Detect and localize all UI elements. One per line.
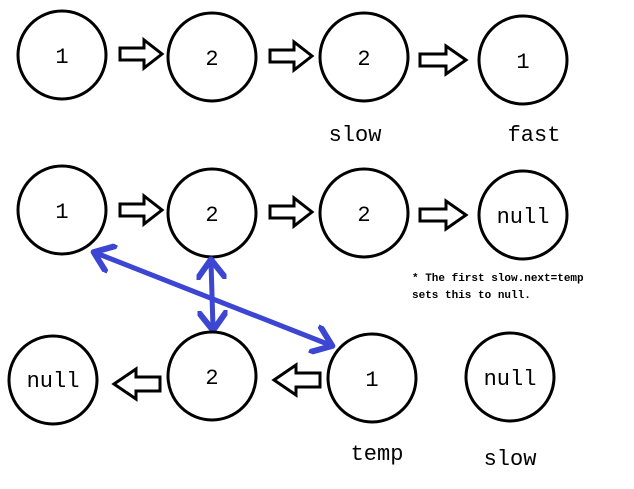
row-1: 1 2 2 1 slow fast xyxy=(16,9,569,148)
swap-arrow-vertical xyxy=(211,262,213,328)
swap-arrows xyxy=(96,253,330,345)
node-row3-1: null xyxy=(7,334,99,426)
node-row1-3: 2 xyxy=(318,11,410,103)
next-arrow xyxy=(418,198,469,232)
node-row1-2: 2 xyxy=(166,11,258,103)
node-row2-2: 2 xyxy=(166,167,258,259)
next-arrow xyxy=(418,43,469,77)
node-value: null xyxy=(497,205,550,230)
node-value: 2 xyxy=(205,203,218,228)
node-value: 2 xyxy=(205,47,218,72)
slow-label: slow xyxy=(484,447,537,472)
node-row3-2: 2 xyxy=(166,330,258,422)
node-row3-4: null xyxy=(464,331,556,423)
node-row2-3: 2 xyxy=(318,167,410,259)
node-value: null xyxy=(484,367,537,392)
node-row1-1: 1 xyxy=(16,9,108,101)
fast-label: fast xyxy=(508,123,561,148)
slow-label: slow xyxy=(329,123,382,148)
note-line-2: sets this to null. xyxy=(412,290,531,302)
node-value: 1 xyxy=(365,368,378,393)
node-value: null xyxy=(27,369,80,394)
note-line-1: * The first slow.next=temp xyxy=(412,273,584,285)
node-row3-3: 1 xyxy=(326,332,418,424)
next-arrow xyxy=(268,194,315,230)
node-value: 2 xyxy=(357,47,370,72)
temp-label: temp xyxy=(351,442,404,467)
node-value: 1 xyxy=(55,45,68,70)
node-row1-4: 1 xyxy=(477,14,569,106)
node-value: 2 xyxy=(357,203,370,228)
node-row2-4: null xyxy=(477,169,569,261)
next-arrow xyxy=(268,38,315,74)
node-value: 1 xyxy=(55,200,68,225)
node-value: 1 xyxy=(516,50,529,75)
next-arrow-left xyxy=(111,366,162,402)
row-2: 1 2 2 null * The first slow.next=temp se… xyxy=(16,164,584,302)
next-arrow xyxy=(118,192,165,228)
node-value: 2 xyxy=(205,366,218,391)
node-row2-1: 1 xyxy=(16,164,108,256)
next-arrow-left xyxy=(271,362,322,398)
next-arrow xyxy=(118,36,165,72)
row-3: null 2 1 null temp slow xyxy=(7,330,556,472)
